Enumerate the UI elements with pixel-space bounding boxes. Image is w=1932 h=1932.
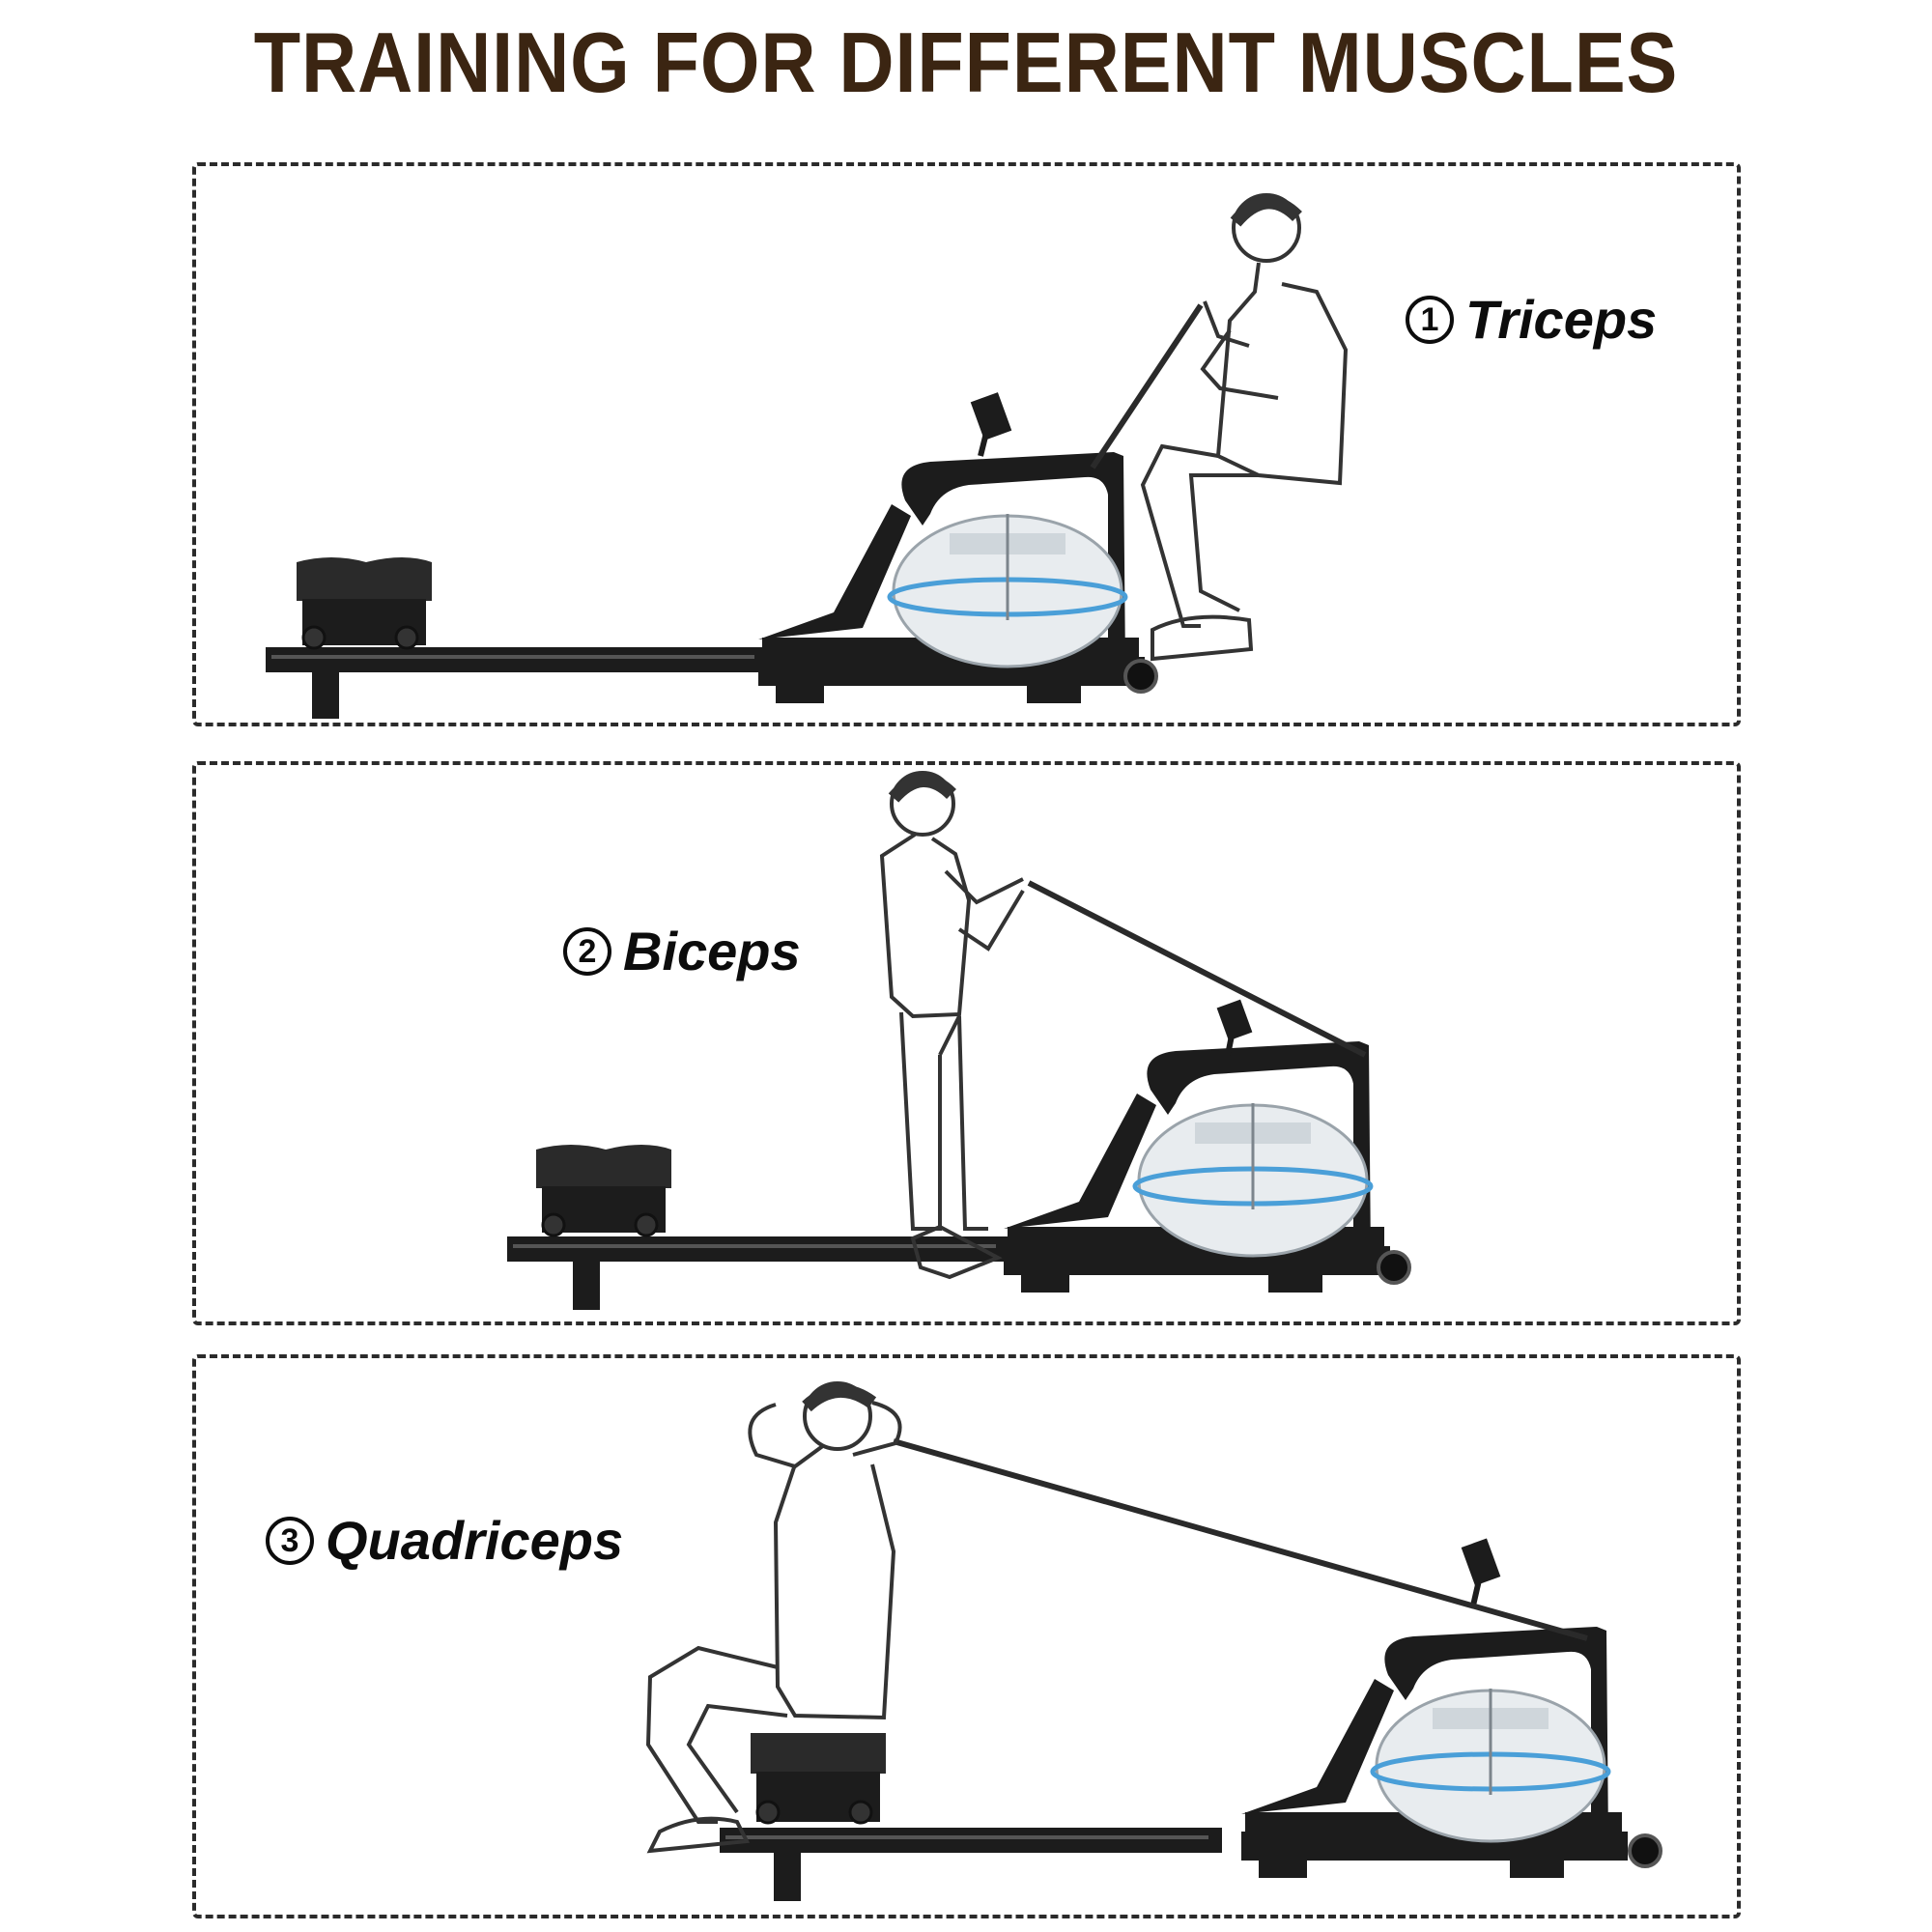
- exercise-panel-quadriceps: 3 Quadriceps: [192, 1354, 1741, 1918]
- step-number: 3: [266, 1516, 314, 1565]
- muscle-name: Biceps: [623, 921, 801, 981]
- step-number: 1: [1406, 295, 1454, 344]
- step-number: 2: [563, 926, 611, 976]
- exercise-label-quadriceps: 3 Quadriceps: [266, 1509, 623, 1572]
- rowing-machine-triceps-illustration: [266, 193, 1349, 719]
- exercise-panel-biceps: 2 Biceps: [192, 761, 1741, 1325]
- page-title: TRAINING FOR DIFFERENT MUSCLES: [253, 14, 1679, 110]
- exercise-label-triceps: 1 Triceps: [1406, 288, 1657, 351]
- muscle-name: Quadriceps: [326, 1510, 624, 1571]
- exercise-label-biceps: 2 Biceps: [563, 920, 801, 982]
- muscle-name: Triceps: [1465, 289, 1658, 350]
- exercise-panel-triceps: 1 Triceps: [192, 162, 1741, 726]
- rowing-machine-biceps-illustration: [507, 771, 1411, 1310]
- rowing-machine-quadriceps-illustration: [645, 1381, 1662, 1901]
